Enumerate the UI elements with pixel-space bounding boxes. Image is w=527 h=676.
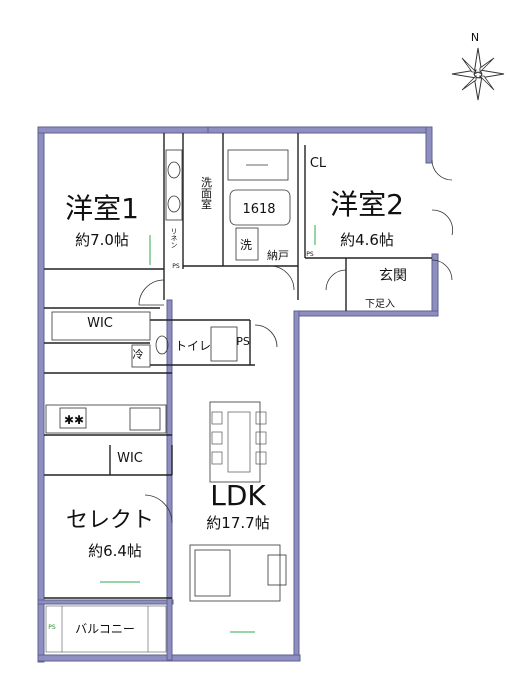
label-wic-top: WIC: [87, 316, 113, 331]
compass-rose-icon: N: [451, 31, 505, 101]
room-ldk-area: 約17.7帖: [206, 514, 269, 532]
accent-marks: [100, 225, 316, 633]
label-storage: 納戸: [267, 249, 289, 262]
label-balcony: バルコニー: [75, 622, 135, 636]
svg-text:✱✱: ✱✱: [64, 413, 84, 427]
room-western1-area: 約7.0帖: [75, 231, 129, 249]
label-ps-2: PS: [306, 251, 314, 258]
balcony-area: [45, 605, 167, 653]
compass-north-label: N: [471, 31, 479, 44]
exterior-walls: [37, 126, 439, 663]
room-select-area: 約6.4帖: [88, 542, 142, 560]
label-entrance: 玄関: [379, 267, 407, 284]
label-closet: CL: [310, 156, 327, 171]
label-washroom: 洗面室: [200, 176, 213, 209]
label-fridge: 冷: [133, 348, 144, 361]
dining-set: [211, 411, 267, 473]
room-western2-area: 約4.6帖: [340, 231, 394, 249]
label-toilet: トイレ: [175, 339, 211, 353]
label-bath: 1618: [242, 202, 275, 217]
label-ps-3: PS: [236, 335, 250, 348]
label-ps-4: PS: [48, 624, 56, 631]
label-linen: リネン: [170, 228, 178, 249]
room-select-name: セレクト: [66, 508, 154, 533]
doors: [138, 159, 453, 524]
room-western2-name: 洋室2: [330, 188, 404, 221]
room-western1-name: 洋室1: [65, 192, 139, 225]
label-wic-select: WIC: [117, 451, 143, 466]
label-shoebox: 下足入: [365, 298, 395, 310]
room-ldk-name: LDK: [210, 479, 266, 512]
label-washer: 洗: [240, 238, 252, 252]
label-ps-1: PS: [172, 263, 180, 270]
washroom-fixtures: [45, 149, 291, 602]
interior-walls: [44, 133, 432, 599]
stove-icon: ✱✱: [64, 413, 84, 427]
